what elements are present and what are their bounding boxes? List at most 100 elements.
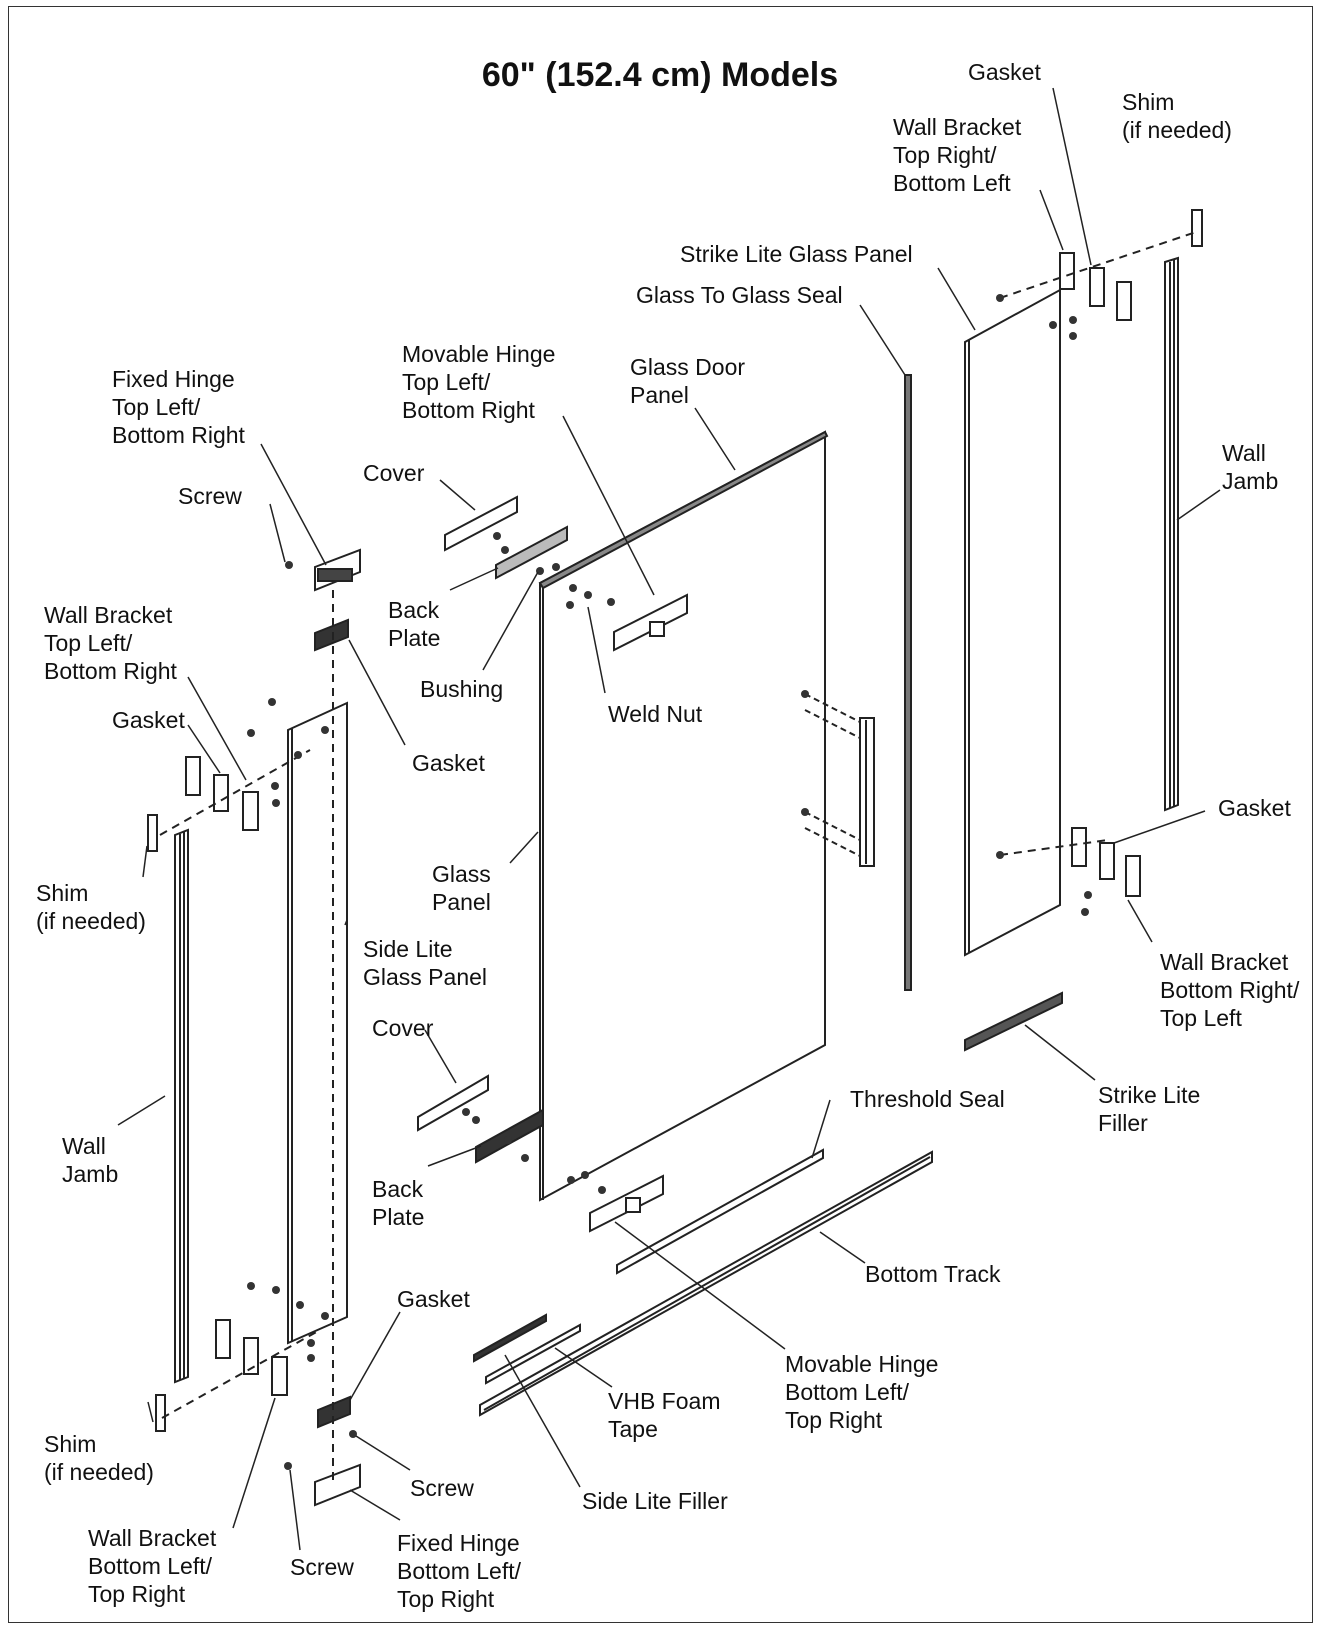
- label-line: Wall Bracket: [893, 114, 1022, 140]
- label-line: Wall: [1222, 440, 1266, 466]
- strike-lite-glass-panel: [964, 288, 1061, 957]
- label-shim-tr: Shim(if needed): [1122, 89, 1232, 143]
- label-line: Bottom Right: [112, 422, 246, 448]
- label-line: Cover: [363, 460, 425, 486]
- label-line: Back: [372, 1176, 424, 1202]
- label-line: (if needed): [44, 1459, 154, 1485]
- label-line: Wall Bracket: [1160, 949, 1289, 975]
- cover-bottom: [417, 1074, 489, 1132]
- strike-lite-filler: [964, 991, 1063, 1052]
- label-line: Top Left/: [402, 369, 491, 395]
- label-line: Movable Hinge: [402, 341, 555, 367]
- label-weld-nut: Weld Nut: [608, 701, 703, 727]
- label-line: Glass: [432, 861, 491, 887]
- label-line: Gasket: [397, 1286, 470, 1312]
- cover-top: [444, 495, 518, 552]
- leader-lines: [117, 87, 1221, 1551]
- glass-door-panel: [538, 430, 829, 1202]
- door-handle: [804, 693, 875, 867]
- label-line: Fixed Hinge: [397, 1530, 520, 1556]
- label-line: (if needed): [36, 908, 146, 934]
- wall-bracket-left-bottom: [155, 1319, 288, 1432]
- label-line: VHB Foam: [608, 1388, 720, 1414]
- label-line: Gasket: [968, 59, 1041, 85]
- label-line: Bottom Left/: [785, 1379, 910, 1405]
- label-line: Fixed Hinge: [112, 366, 235, 392]
- label-line: Bottom Left/: [397, 1558, 522, 1584]
- label-shim-left-top: Shim(if needed): [36, 880, 146, 934]
- label-line: Bottom Left: [893, 170, 1011, 196]
- label-line: (if needed): [1122, 117, 1232, 143]
- back-plate-bottom: [475, 1108, 544, 1164]
- label-line: Back: [388, 597, 440, 623]
- label-strike-lite-glass-panel: Strike Lite Glass Panel: [680, 241, 913, 267]
- bottom-track: [479, 1150, 933, 1417]
- label-line: Gasket: [112, 707, 185, 733]
- label-gasket-center: Gasket: [412, 750, 485, 776]
- label-glass-to-glass-seal: Glass To Glass Seal: [636, 282, 843, 308]
- label-line: Bottom Track: [865, 1261, 1001, 1287]
- label-line: Top Left: [1160, 1005, 1242, 1031]
- label-line: Jamb: [1222, 468, 1278, 494]
- label-line: Glass Panel: [363, 964, 487, 990]
- label-screw-bottom-right: Screw: [410, 1475, 474, 1501]
- label-line: Wall: [62, 1133, 106, 1159]
- label-threshold-seal: Threshold Seal: [850, 1086, 1005, 1112]
- label-line: Side Lite: [363, 936, 453, 962]
- wall-jamb-left: [174, 828, 189, 1384]
- label-gasket-right-bottom: Gasket: [1218, 795, 1291, 821]
- label-line: Glass To Glass Seal: [636, 282, 843, 308]
- movable-hinge-bottom: [589, 1174, 664, 1233]
- wall-bracket-left-top: [147, 756, 259, 852]
- label-bushing: Bushing: [420, 676, 503, 702]
- label-cover-top: Cover: [363, 460, 425, 486]
- label-line: Filler: [1098, 1110, 1148, 1136]
- label-line: Gasket: [1218, 795, 1291, 821]
- label-line: Top Right: [397, 1586, 495, 1612]
- label-line: Panel: [630, 382, 689, 408]
- label-line: Jamb: [62, 1161, 118, 1187]
- label-gasket-bottom: Gasket: [397, 1286, 470, 1312]
- label-line: Bottom Right: [402, 397, 536, 423]
- label-line: Shim: [1122, 89, 1174, 115]
- label-line: Top Right: [785, 1407, 883, 1433]
- label-line: Top Left/: [112, 394, 201, 420]
- gasket-hinge-bottom: [317, 1395, 351, 1429]
- label-line: Tape: [608, 1416, 658, 1442]
- label-gasket-left-top: Gasket: [112, 707, 185, 733]
- side-lite-filler: [473, 1313, 547, 1363]
- movable-hinge-top: [613, 593, 688, 652]
- label-line: Glass Door: [630, 354, 745, 380]
- label-line: Shim: [36, 880, 88, 906]
- diagram-frame: [8, 6, 1313, 1623]
- label-line: Strike Lite Glass Panel: [680, 241, 913, 267]
- label-cover-bottom: Cover: [372, 1015, 434, 1041]
- wall-bracket-right-bottom: [1071, 827, 1141, 897]
- label-line: Bottom Right: [44, 658, 178, 684]
- fixed-hinge-bottom: [314, 1463, 361, 1507]
- label-line: Screw: [410, 1475, 474, 1501]
- label-line: Movable Hinge: [785, 1351, 938, 1377]
- label-line: Strike Lite: [1098, 1082, 1200, 1108]
- back-plate-top: [495, 525, 568, 580]
- label-shim-left-bottom: Shim(if needed): [44, 1431, 154, 1485]
- fixed-hinge-top: [314, 548, 361, 592]
- side-lite-glass-panel: [287, 701, 348, 1345]
- glass-to-glass-seal: [904, 374, 912, 991]
- wall-jamb-right: [1164, 256, 1179, 812]
- gasket-hinge-top: [314, 618, 349, 652]
- label-side-lite-filler: Side Lite Filler: [582, 1488, 728, 1514]
